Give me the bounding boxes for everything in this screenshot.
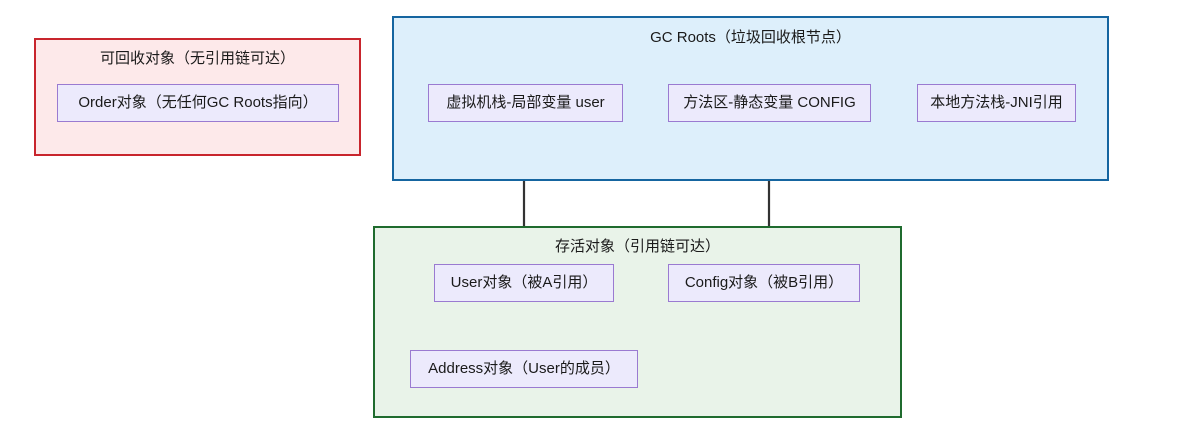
node-method-area-static-var[interactable]: 方法区-静态变量 CONFIG xyxy=(668,84,871,122)
node-vm-stack-local-var[interactable]: 虚拟机栈-局部变量 user xyxy=(428,84,623,122)
group-reclaimable-title: 可回收对象（无引用链可达） xyxy=(99,50,295,67)
node-config-object[interactable]: Config对象（被B引用） xyxy=(668,264,860,302)
node-address-object[interactable]: Address对象（User的成员） xyxy=(410,350,638,388)
group-alive-title: 存活对象（引用链可达） xyxy=(554,238,720,255)
node-native-stack-jni-ref[interactable]: 本地方法栈-JNI引用 xyxy=(917,84,1076,122)
node-order-object[interactable]: Order对象（无任何GC Roots指向） xyxy=(57,84,339,122)
group-gc-roots-title: GC Roots（垃圾回收根节点） xyxy=(650,29,851,46)
node-user-object[interactable]: User对象（被A引用） xyxy=(434,264,614,302)
group-alive-objects: 存活对象（引用链可达） xyxy=(373,226,902,418)
